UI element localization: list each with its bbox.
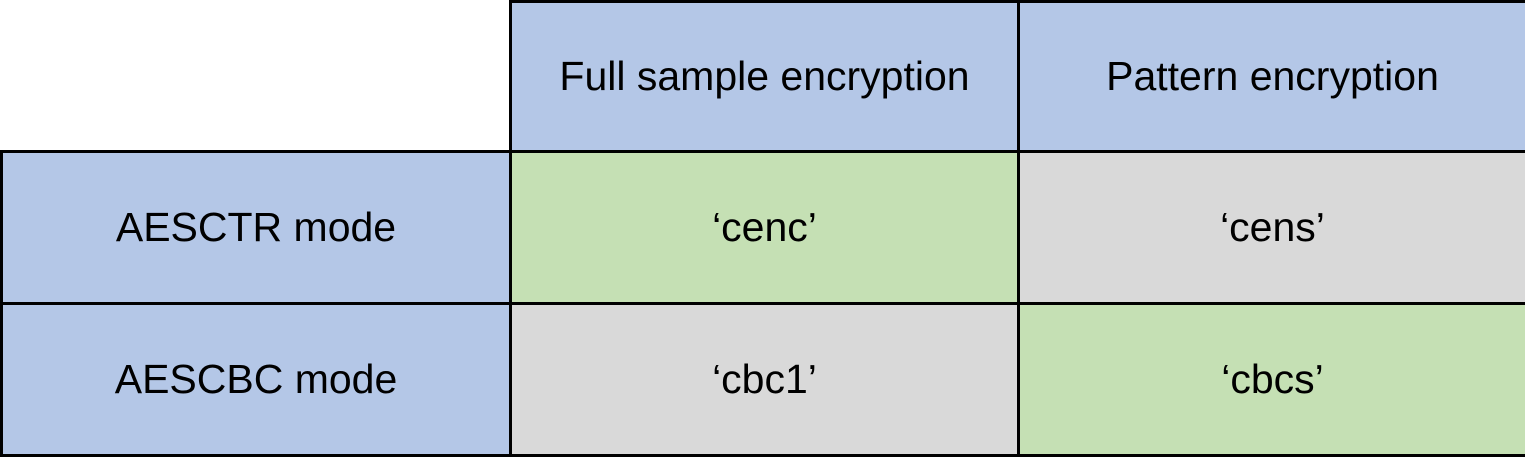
table-header-row: Full sample encryption Pattern encryptio… bbox=[2, 2, 1525, 152]
table-row: AESCBC mode ‘cbc1’ ‘cbcs’ bbox=[2, 304, 1525, 456]
cell-aescbc-pattern: ‘cbcs’ bbox=[1019, 304, 1525, 456]
cell-aescbc-full-sample: ‘cbc1’ bbox=[511, 304, 1019, 456]
cell-aesctr-full-sample: ‘cenc’ bbox=[511, 152, 1019, 304]
row-label-aescbc-mode: AESCBC mode bbox=[2, 304, 511, 456]
cell-aesctr-pattern: ‘cens’ bbox=[1019, 152, 1525, 304]
row-label-aesctr-mode: AESCTR mode bbox=[2, 152, 511, 304]
column-header-pattern-encryption: Pattern encryption bbox=[1019, 2, 1525, 152]
table-row: AESCTR mode ‘cenc’ ‘cens’ bbox=[2, 152, 1525, 304]
corner-cell bbox=[2, 2, 511, 152]
column-header-full-sample-encryption: Full sample encryption bbox=[511, 2, 1019, 152]
